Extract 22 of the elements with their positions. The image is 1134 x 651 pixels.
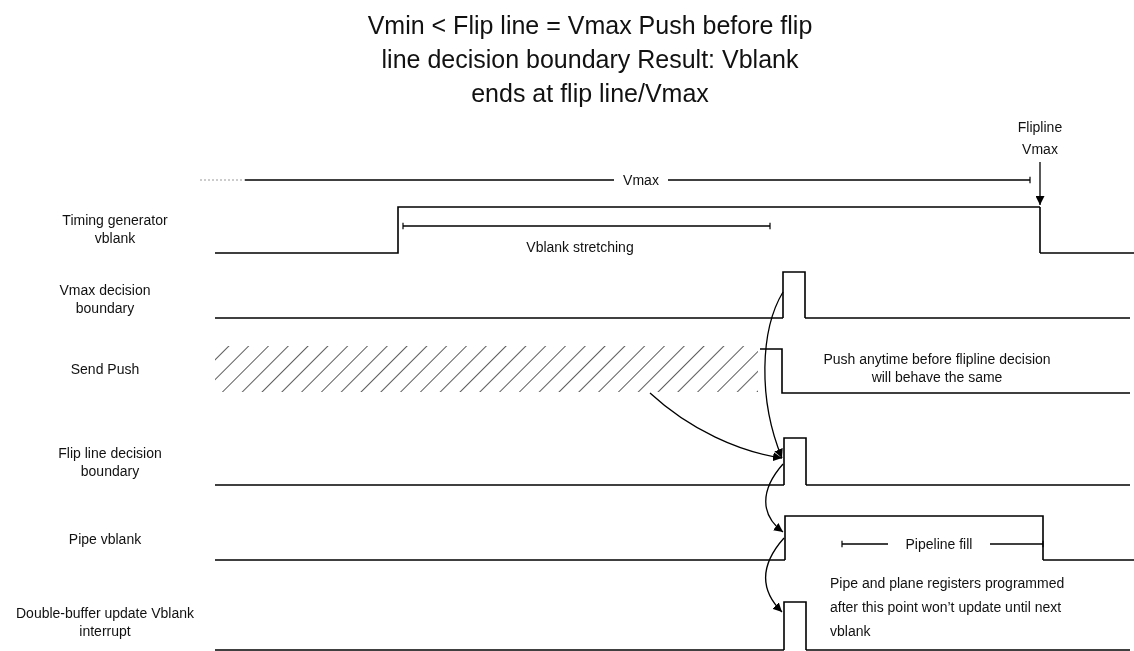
pulse [783, 601, 807, 651]
signal-name: Double-buffer update Vblank interrupt [15, 604, 195, 640]
arrow [764, 291, 784, 459]
signal-name: Vmax decision boundary [58, 281, 152, 317]
annotation-note: Pipe and plane registers programmed after this point won’t update until next vblank [830, 574, 1066, 641]
dimension-label: Pipeline fill [888, 535, 990, 553]
signal-name: Pipe vblank [67, 530, 143, 548]
dimension-label: Vblank stretching [525, 238, 635, 256]
signal-name: Timing generator vblank [61, 211, 169, 247]
pulse [783, 437, 807, 486]
arrow [1035, 161, 1045, 206]
diagram-title: Vmin < Flip line = Vmax Push before flip line decision boundary Result: Vblank ends at flip line/Vmax [366, 10, 814, 109]
signal-name: Send Push [69, 360, 141, 378]
arrow [765, 537, 785, 613]
falling-edge [1039, 206, 1041, 254]
pulse [784, 515, 1044, 561]
signal-name: Flip line decision boundary [57, 444, 163, 480]
pulse [782, 271, 806, 319]
marker-label: Flipline Vmax [1005, 116, 1075, 160]
annotation-note: Push anytime before flipline decision will behave the same [822, 350, 1052, 386]
arrow [649, 392, 783, 461]
arrow [765, 463, 784, 533]
